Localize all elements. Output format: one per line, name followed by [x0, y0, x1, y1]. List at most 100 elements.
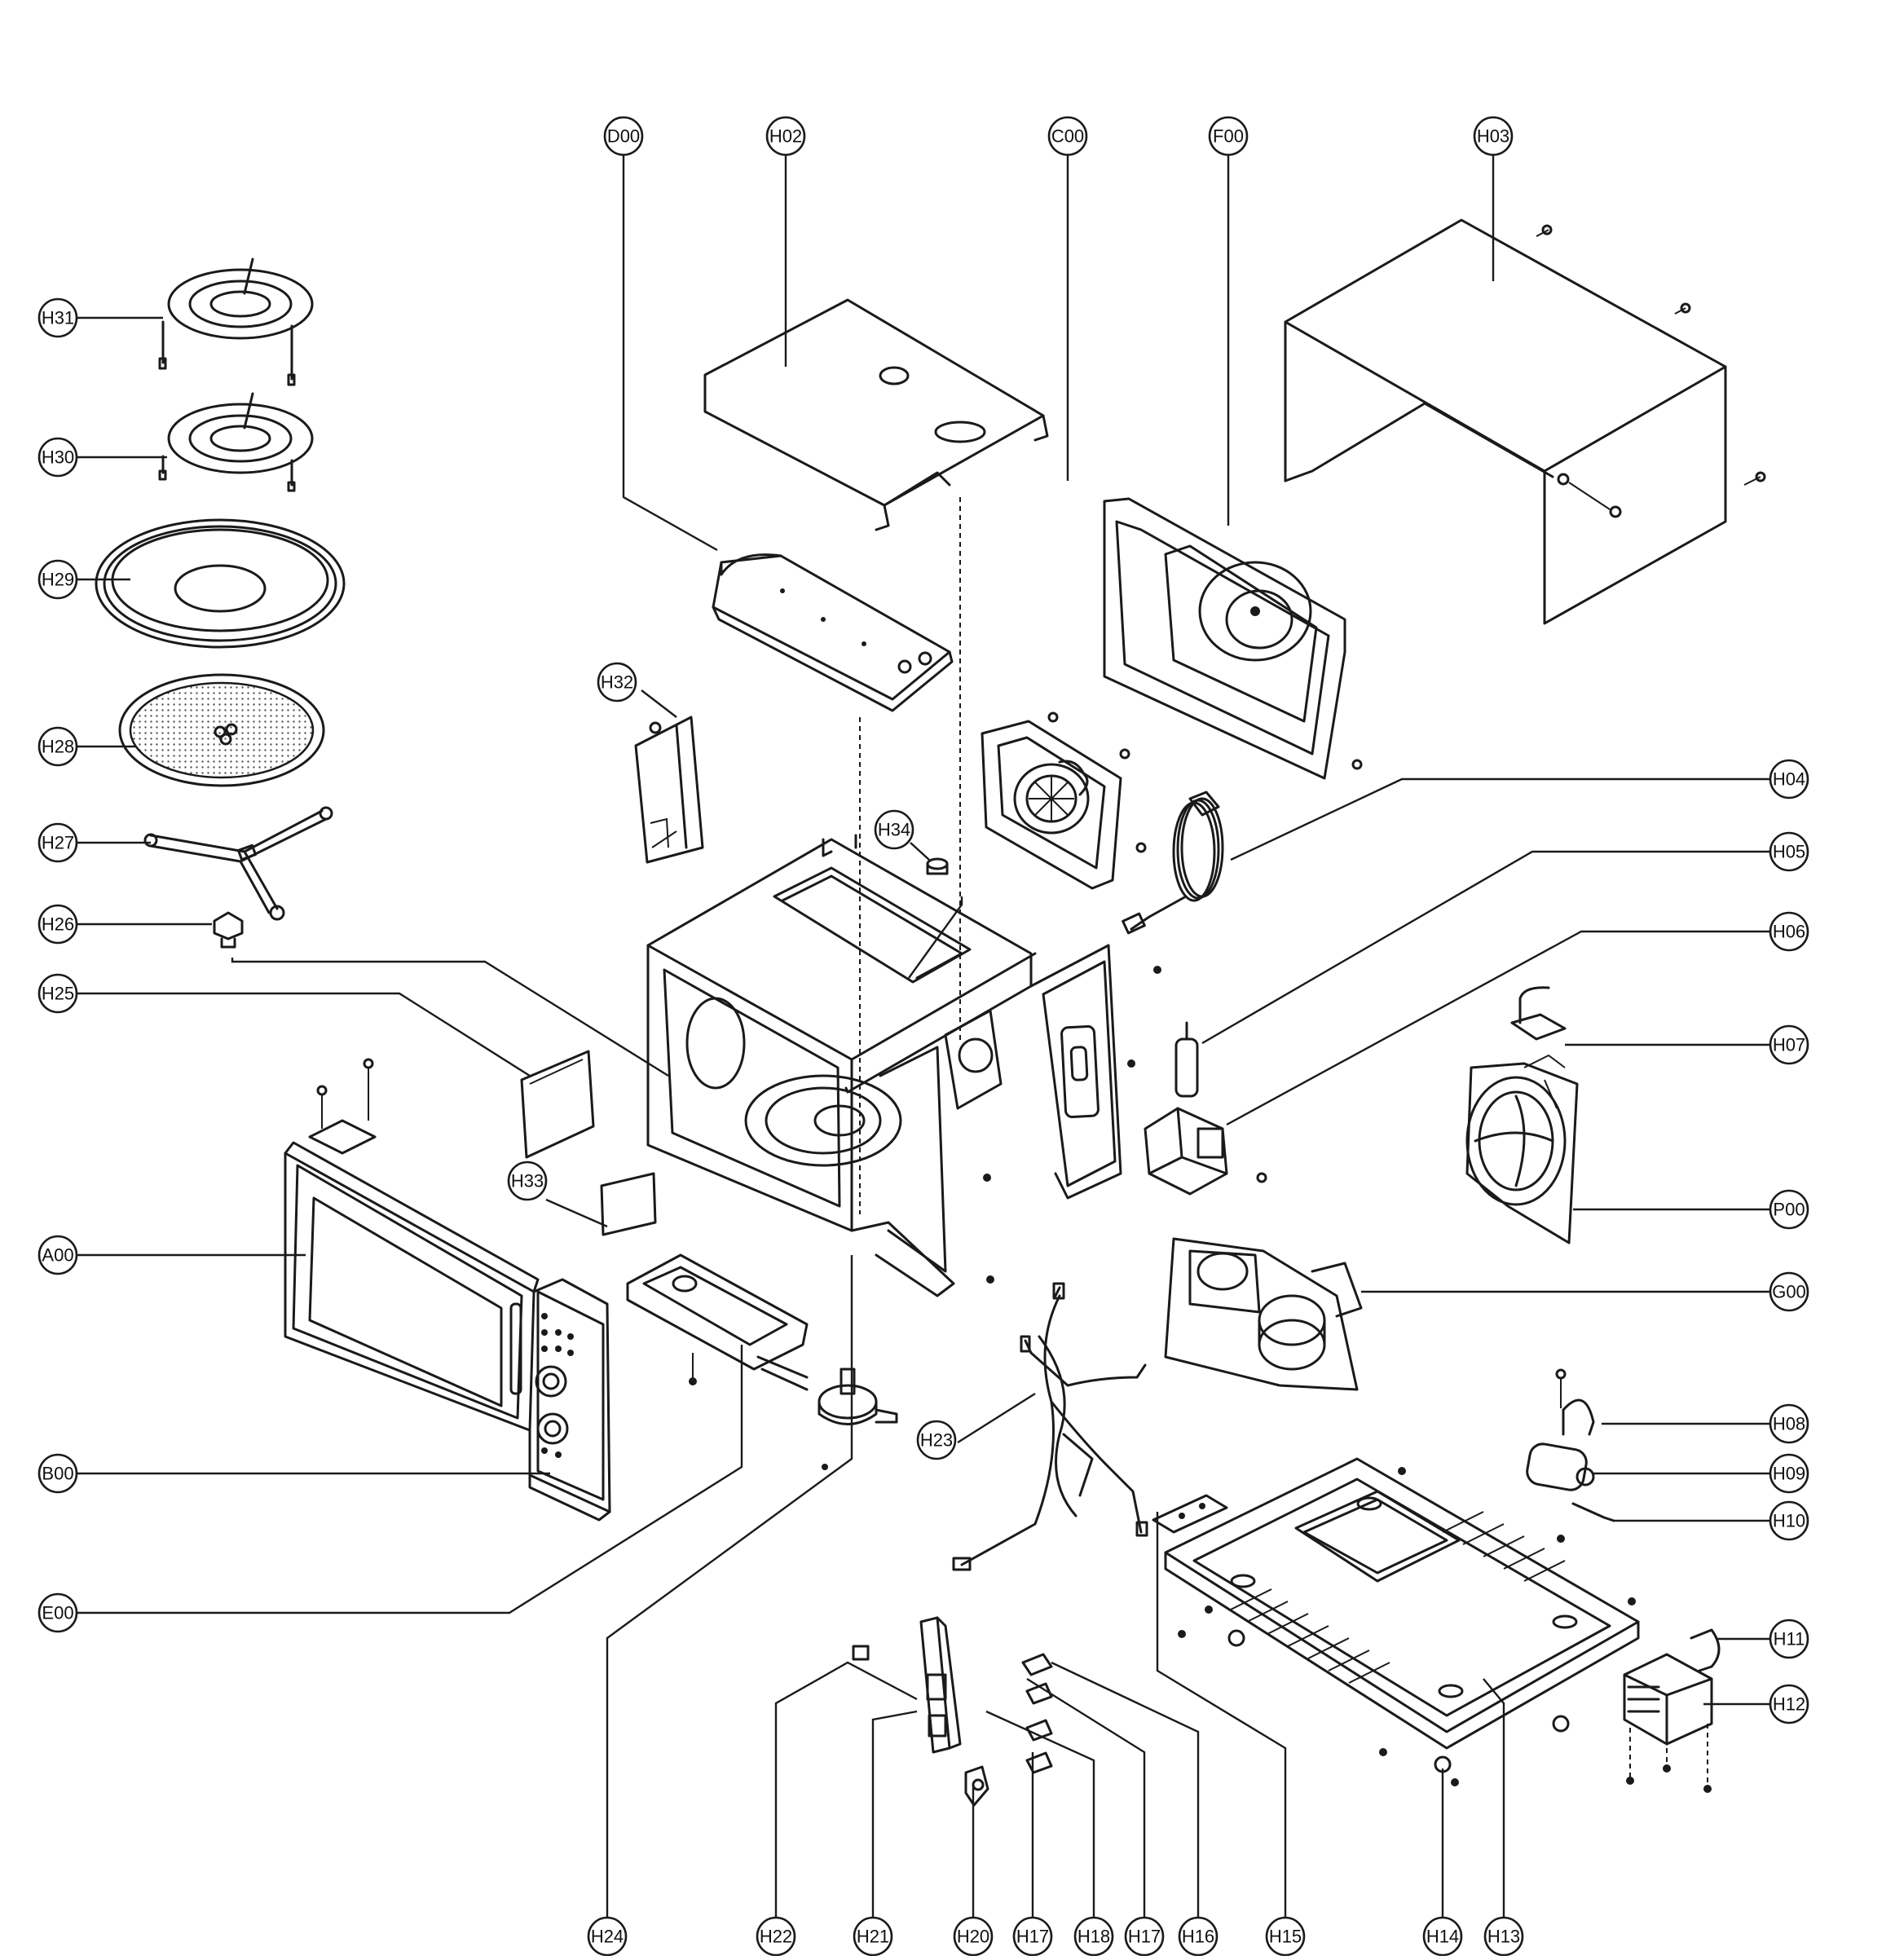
callout-label: H02 — [769, 126, 802, 147]
callout-label: E00 — [42, 1603, 73, 1623]
callout-h05: H05 — [1769, 831, 1809, 872]
sensor-h07 — [1510, 986, 1567, 1041]
callout-label: G00 — [1772, 1282, 1806, 1302]
callout-h02: H02 — [765, 116, 806, 156]
grill-bracket-e00 — [626, 1253, 809, 1391]
callout-label: D00 — [607, 126, 640, 147]
callout-h12: H12 — [1769, 1684, 1809, 1724]
bracket-h08 — [1555, 1368, 1595, 1436]
callout-h31: H31 — [37, 297, 78, 338]
callout-h11: H11 — [1769, 1619, 1809, 1659]
callout-label: H06 — [1773, 922, 1805, 942]
callout-label: H05 — [1773, 842, 1805, 862]
callout-label: H04 — [1773, 769, 1805, 790]
turntable-motor-h24 — [817, 1368, 898, 1470]
callout-h04: H04 — [1769, 759, 1809, 799]
callout-label: H30 — [42, 447, 74, 468]
callout-label: H17 — [1016, 1927, 1049, 1947]
callout-h17-right: H17 — [1124, 1916, 1165, 1957]
bracket-h11 — [1690, 1628, 1721, 1672]
coupler-h26 — [213, 911, 244, 949]
callout-h34: H34 — [874, 809, 914, 850]
callout-f00: F00 — [1208, 116, 1249, 156]
callout-label: H03 — [1477, 126, 1509, 147]
diode-h10 — [1557, 1502, 1615, 1543]
callout-h14: H14 — [1422, 1916, 1463, 1957]
callout-g00: G00 — [1769, 1271, 1809, 1312]
capacitor-h09 — [1526, 1442, 1595, 1491]
lever-h20 — [964, 1765, 989, 1807]
callout-c00: C00 — [1047, 116, 1088, 156]
callout-h13: H13 — [1483, 1916, 1524, 1957]
switch-h22 — [852, 1645, 870, 1661]
callout-label: H24 — [591, 1927, 624, 1947]
callout-label: H07 — [1773, 1035, 1805, 1055]
callout-a00: A00 — [37, 1235, 78, 1275]
blower-fan-p00 — [1465, 1054, 1579, 1244]
callout-h09: H09 — [1769, 1453, 1809, 1494]
transformer-h06 — [1144, 1107, 1267, 1196]
callout-label: H15 — [1269, 1927, 1302, 1947]
callout-label: H29 — [42, 570, 74, 590]
callout-h25: H25 — [37, 973, 78, 1014]
callout-h33: H33 — [507, 1161, 548, 1201]
callout-label: C00 — [1051, 126, 1084, 147]
callout-h30: H30 — [37, 437, 78, 478]
callout-label: H22 — [760, 1927, 792, 1947]
label-h33 — [600, 1172, 657, 1236]
callout-label: H17 — [1128, 1927, 1161, 1947]
callout-label: H09 — [1773, 1464, 1805, 1484]
callout-label: H13 — [1487, 1927, 1520, 1947]
plate-h29 — [95, 518, 346, 649]
wire-harness-h23 — [952, 1282, 1148, 1571]
low-rack-h30 — [158, 392, 314, 492]
hv-transformer-h12 — [1623, 1653, 1713, 1793]
bracket-h32 — [634, 716, 704, 864]
oven-cavity — [646, 834, 1161, 1297]
leader-lines — [76, 151, 1770, 1923]
callout-h03: H03 — [1473, 116, 1514, 156]
callout-e00: E00 — [37, 1592, 78, 1633]
callout-label: H27 — [42, 833, 74, 853]
interlock-bracket-h21 — [919, 1616, 962, 1754]
callout-label: P00 — [1773, 1200, 1805, 1220]
callout-label: H26 — [42, 914, 74, 935]
callout-h16: H16 — [1178, 1916, 1219, 1957]
callout-label: H18 — [1078, 1927, 1110, 1947]
callout-h06: H06 — [1769, 911, 1809, 952]
callout-h20: H20 — [953, 1916, 994, 1957]
switches-h16-h17-h18 — [1021, 1653, 1053, 1774]
fuse-h05 — [1174, 1021, 1199, 1098]
callout-label: H28 — [42, 737, 74, 757]
power-cord-h04 — [1122, 791, 1224, 935]
callout-label: H25 — [42, 984, 74, 1004]
roller-ring-h27 — [143, 806, 333, 921]
callout-label: H08 — [1773, 1414, 1805, 1434]
thermostat-h34 — [926, 857, 949, 875]
callout-h08: H08 — [1769, 1403, 1809, 1444]
callout-label: A00 — [42, 1245, 73, 1266]
callout-h26: H26 — [37, 904, 78, 945]
top-plate-h02 — [703, 298, 1049, 531]
glass-tray-h28 — [118, 673, 325, 787]
callout-h23: H23 — [916, 1420, 957, 1460]
callout-h15: H15 — [1265, 1916, 1306, 1957]
callout-h24: H24 — [587, 1916, 628, 1957]
callout-p00: P00 — [1769, 1189, 1809, 1230]
callout-d00: D00 — [603, 116, 644, 156]
cover-plate-h25 — [520, 1050, 595, 1159]
callout-h32: H32 — [597, 662, 637, 703]
callout-b00: B00 — [37, 1453, 78, 1494]
callout-label: H21 — [857, 1927, 889, 1947]
callout-label: B00 — [42, 1464, 73, 1484]
base-plate-h13 — [1152, 1457, 1640, 1786]
callout-h22: H22 — [756, 1916, 796, 1957]
callout-label: H20 — [957, 1927, 989, 1947]
callout-label: H10 — [1773, 1511, 1805, 1531]
callout-h28: H28 — [37, 726, 78, 767]
outer-case-h03 — [1284, 218, 1766, 625]
callout-h07: H07 — [1769, 1024, 1809, 1065]
callout-h29: H29 — [37, 559, 78, 600]
